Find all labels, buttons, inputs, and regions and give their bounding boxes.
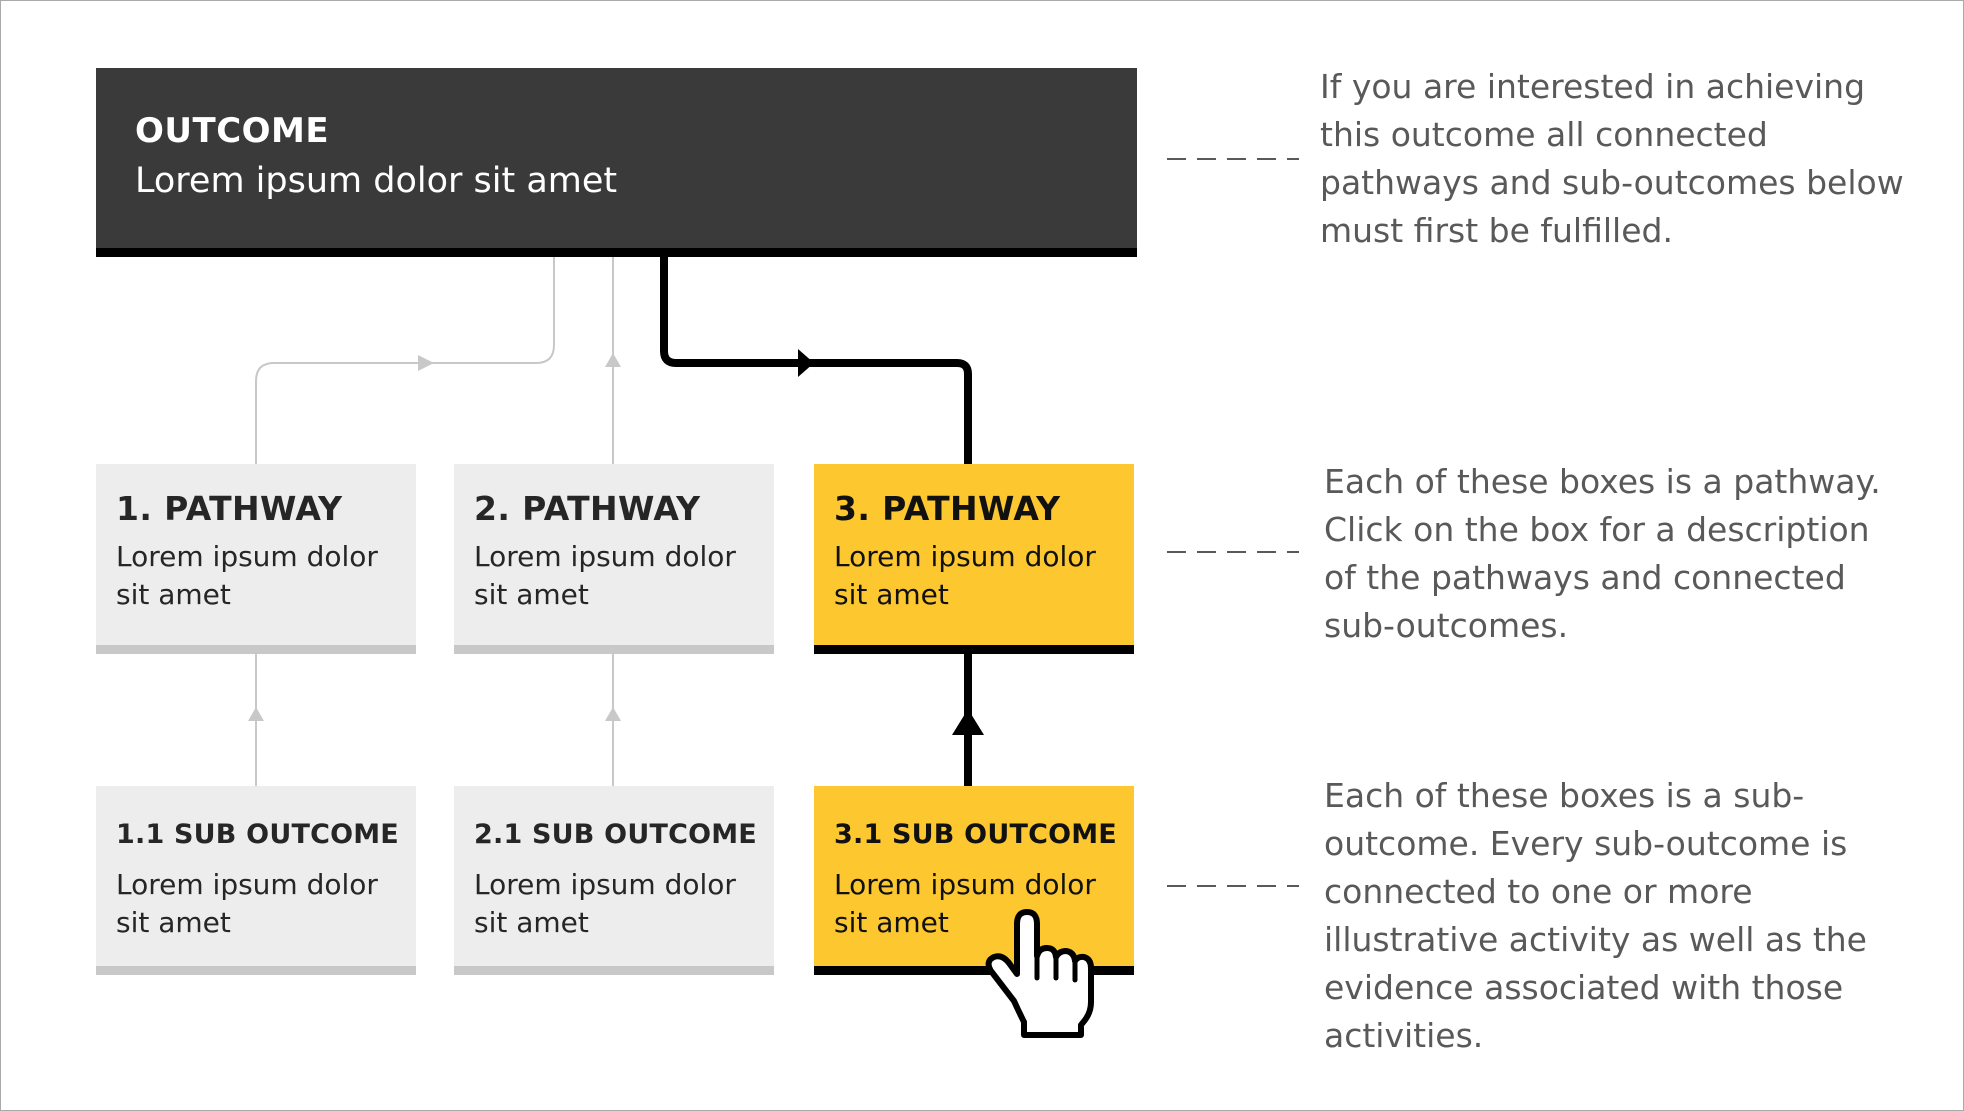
connector-pathway-1-to-outcome bbox=[255, 257, 555, 464]
pathway-box-1[interactable]: 1. PATHWAY Lorem ipsum dolor sit amet bbox=[96, 464, 416, 654]
note-sub-outcome: Each of these boxes is a sub-outcome. Ev… bbox=[1324, 776, 1867, 1055]
sub-outcome-box-3[interactable]: 3.1 SUB OUTCOME Lorem ipsum dolor sit am… bbox=[814, 786, 1134, 975]
sub-outcome-description: Lorem ipsum dolor sit amet bbox=[116, 868, 378, 939]
arrow-up-icon bbox=[605, 353, 621, 367]
sub-outcome-title: 2.1 SUB OUTCOME bbox=[474, 819, 757, 850]
note-outcome: If you are interested in achieving this … bbox=[1320, 67, 1904, 250]
pathway-box-2[interactable]: 2. PATHWAY Lorem ipsum dolor sit amet bbox=[454, 464, 774, 654]
sub-outcome-box-2[interactable]: 2.1 SUB OUTCOME Lorem ipsum dolor sit am… bbox=[454, 786, 774, 975]
hand-pointer-icon bbox=[985, 909, 1094, 1038]
sub-outcome-title: 3.1 SUB OUTCOME bbox=[834, 819, 1117, 850]
pathway-box-3[interactable]: 3. PATHWAY Lorem ipsum dolor sit amet bbox=[814, 464, 1134, 654]
arrow-left-icon bbox=[798, 349, 814, 377]
sub-outcome-box-1[interactable]: 1.1 SUB OUTCOME Lorem ipsum dolor sit am… bbox=[96, 786, 416, 975]
pathway-title: 1. PATHWAY bbox=[116, 489, 343, 528]
outcome-box[interactable]: OUTCOME Lorem ipsum dolor sit amet bbox=[96, 68, 1137, 257]
pathway-title: 3. PATHWAY bbox=[834, 489, 1061, 528]
pathway-description: Lorem ipsum dolor sit amet bbox=[474, 540, 736, 611]
sub-outcome-description: Lorem ipsum dolor sit amet bbox=[474, 868, 736, 939]
pathway-title: 2. PATHWAY bbox=[474, 489, 701, 528]
arrow-up-icon bbox=[248, 707, 264, 721]
pathway-description: Lorem ipsum dolor sit amet bbox=[834, 540, 1096, 611]
arrow-right-icon bbox=[418, 355, 434, 371]
arrow-up-icon bbox=[952, 709, 984, 735]
sub-outcome-description: Lorem ipsum dolor sit amet bbox=[834, 868, 1096, 939]
outcome-description: Lorem ipsum dolor sit amet bbox=[135, 161, 618, 201]
connector-pathway-3-to-outcome bbox=[660, 257, 972, 464]
arrow-up-icon bbox=[605, 707, 621, 721]
pathway-description: Lorem ipsum dolor sit amet bbox=[116, 540, 378, 611]
note-pathway: Each of these boxes is a pathway. Click … bbox=[1324, 462, 1881, 645]
sub-outcome-title: 1.1 SUB OUTCOME bbox=[116, 819, 399, 850]
outcome-title: OUTCOME bbox=[135, 111, 330, 151]
